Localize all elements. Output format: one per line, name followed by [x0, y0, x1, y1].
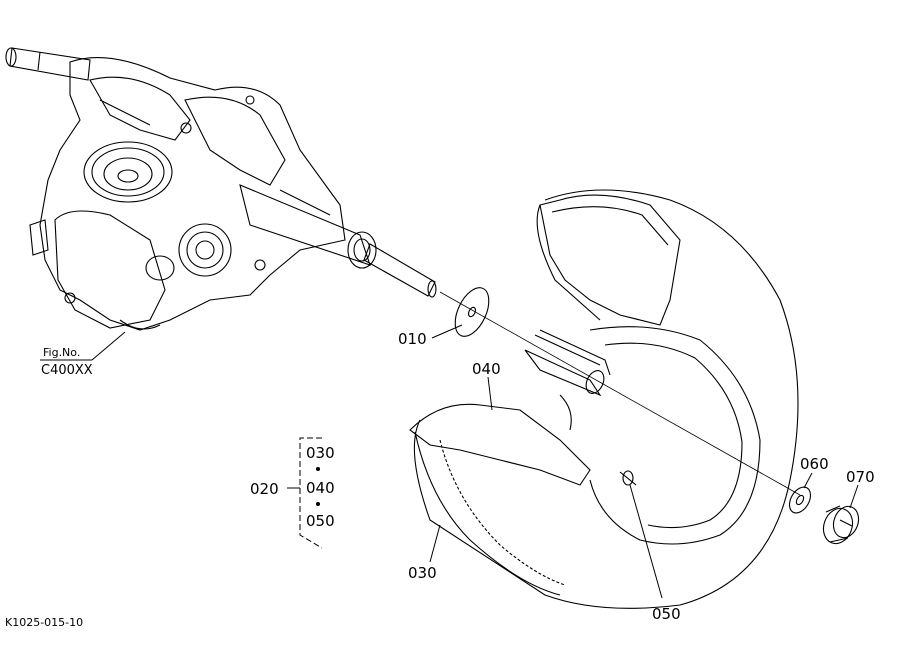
leader-070 [849, 484, 859, 509]
group-item-2: 040 [306, 479, 335, 497]
callout-050: 050 [652, 605, 681, 623]
transaxle-assembly [5, 47, 437, 331]
wheel-tire-assembly [409, 189, 799, 609]
group-item-1: 030 [306, 444, 335, 462]
leader-060 [803, 472, 813, 489]
leader-050 [629, 484, 663, 599]
leader-030 [429, 524, 441, 563]
group-item-3: 050 [306, 512, 335, 530]
fig-no-code: C400XX [41, 363, 93, 378]
leader-010 [431, 324, 463, 339]
washer-010 [454, 287, 490, 337]
assembly-group-020: 020 030 040 050 [250, 437, 335, 549]
callout-020: 020 [250, 480, 279, 498]
axle-centerline [439, 291, 801, 496]
fig-reference: Fig.No. C400XX [40, 331, 126, 378]
callout-060: 060 [800, 455, 829, 473]
washer-060 [788, 486, 812, 514]
callout-010: 010 [398, 330, 427, 348]
callout-030: 030 [408, 564, 437, 582]
leader-040 [487, 376, 493, 411]
callout-070: 070 [846, 468, 875, 486]
hub-cap-070 [822, 505, 860, 545]
callout-040: 040 [472, 360, 501, 378]
fig-no-label: Fig.No. [43, 346, 80, 359]
drawing-id: K1025-015-10 [5, 616, 83, 629]
